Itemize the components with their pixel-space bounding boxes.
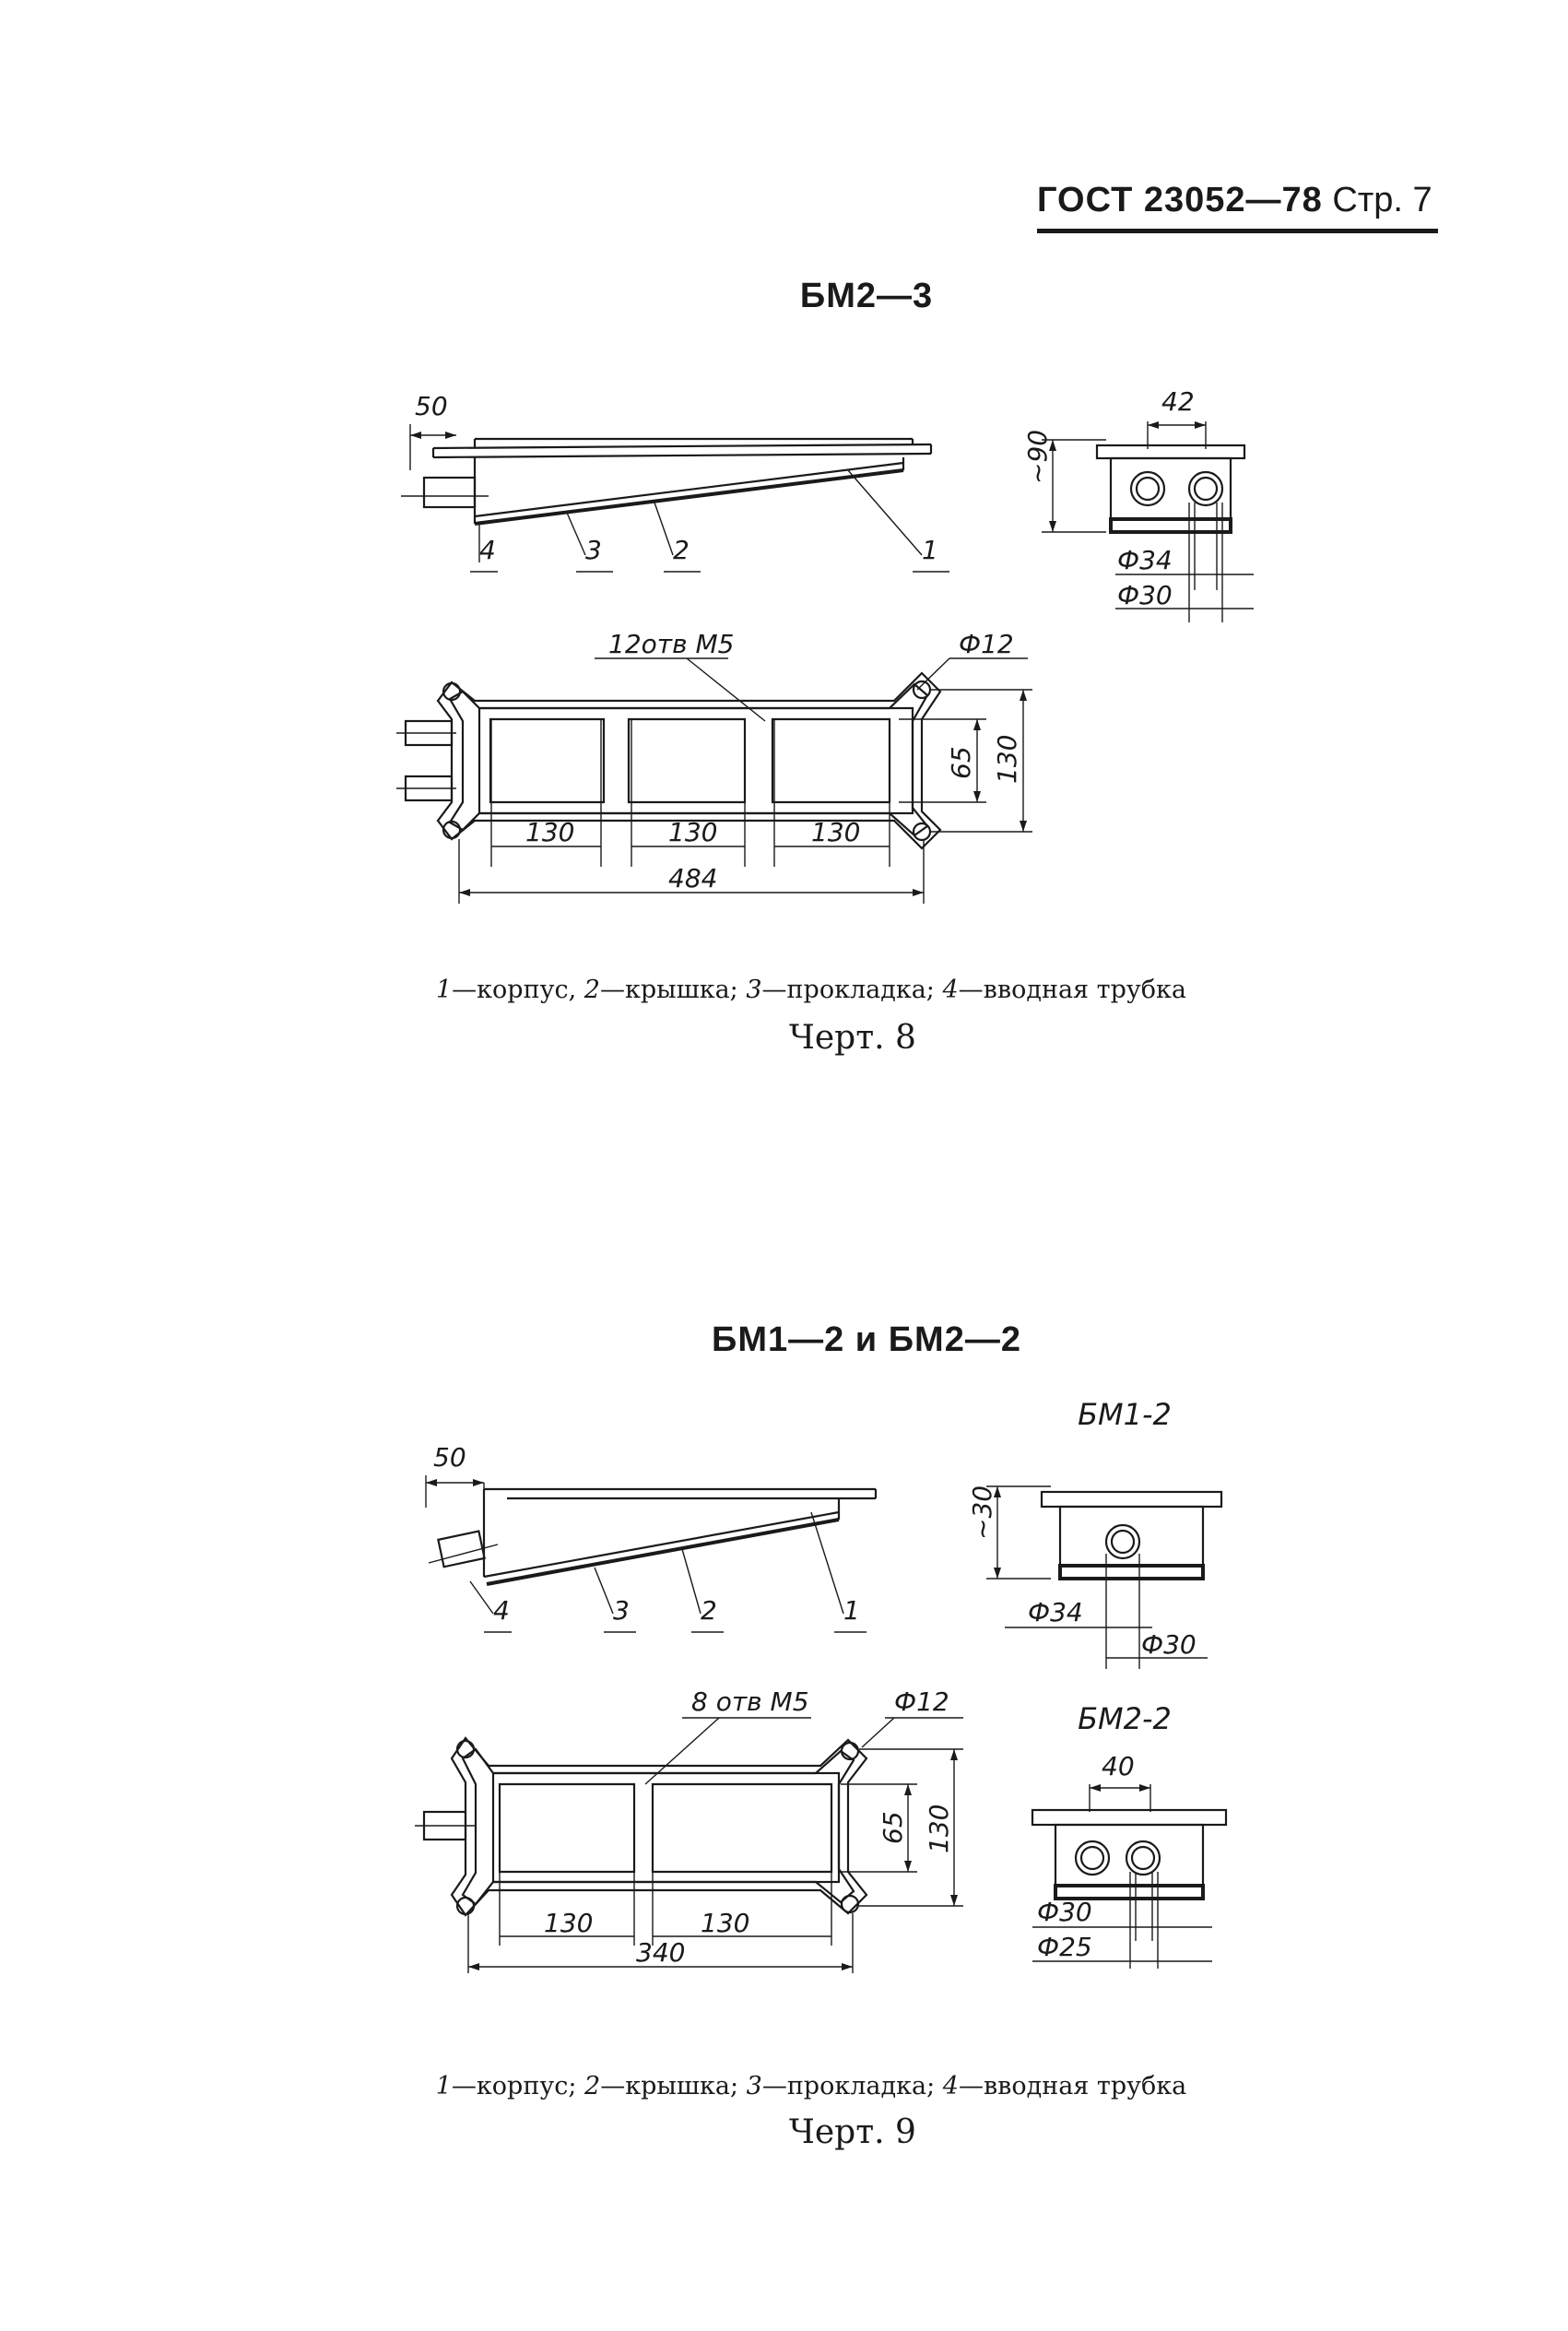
figure9-side-view: 50 4 3 2 1 [425,1442,878,1633]
fig9-end2-width: 40 [1102,1751,1135,1781]
header-rule [1037,229,1438,233]
fig8-length: 484 [668,863,717,893]
figure9-top-view: 8 отв М5 Ф12 130 130 340 65 130 [415,1686,963,1973]
figure8-legend: 1—корпус, 2—крышка; 3—прокладка; 4—вводн… [435,976,1186,1004]
fig9-side-label-3: 3 [613,1595,630,1626]
fig9-pitch-2: 130 [701,1908,749,1938]
fig8-inner: 65 [946,746,976,779]
standard-number: ГОСТ 23052—78 [1037,181,1323,219]
fig9-outer: 130 [924,1804,954,1853]
fig9-end1-label: БМ1-2 [1078,1397,1172,1432]
figure9-end2-view: 40 Ф30 Ф25 [1031,1751,1228,1969]
fig8-end-width: 42 [1161,386,1195,417]
fig8-pitch-1: 130 [525,817,574,847]
fig9-side-label-2: 2 [701,1595,717,1626]
fig9-end2-label: БМ2-2 [1078,1701,1172,1736]
fig9-end2-d-outer: Ф30 [1037,1897,1092,1927]
figure9-end1-view: ~30 Ф34 Ф30 [967,1485,1223,1669]
fig9-end1-d-outer: Ф34 [1028,1597,1083,1627]
page-header: ГОСТ 23052—78 Стр. 7 [1037,181,1438,227]
fig9-inner: 65 [878,1811,908,1844]
fig9-end2-d-inner: Ф25 [1037,1932,1092,1962]
fig8-side-label-1: 1 [922,535,938,565]
fig8-side-label-3: 3 [585,535,602,565]
figure8-caption: Черт. 8 [789,1019,916,1057]
fig9-end1-height: ~30 [967,1485,997,1540]
fig8-hole-d-label: Ф12 [959,629,1014,659]
figure8-title: БМ2—3 [799,277,934,315]
fig9-end1-d-inner: Ф30 [1141,1629,1197,1660]
fig8-holes-label: 12отв М5 [608,629,734,659]
fig9-side-dim-50: 50 [433,1442,466,1473]
fig9-side-label-4: 4 [493,1595,510,1626]
fig9-side-label-1: 1 [843,1595,860,1626]
fig8-outer: 130 [992,735,1022,784]
fig9-hole-d-label: Ф12 [894,1686,949,1717]
fig9-holes-label: 8 отв М5 [691,1686,809,1717]
fig8-side-label-2: 2 [673,535,690,565]
figure9-title: БМ1—2 и БМ2—2 [712,1320,1021,1359]
figure8-end-view: 42 ~90 Ф34 Ф30 [1022,386,1254,622]
fig8-end-d-inner: Ф30 [1117,580,1173,610]
figure9-legend: 1—корпус; 2—крышка; 3—прокладка; 4—вводн… [435,2072,1187,2100]
fig8-side-dim-50: 50 [415,391,448,421]
fig8-end-d-outer: Ф34 [1117,545,1173,575]
figure9-caption: Черт. 9 [789,2113,916,2151]
fig8-pitch-2: 130 [668,817,717,847]
fig8-end-height: ~90 [1022,430,1053,484]
fig9-length: 340 [636,1937,685,1968]
page-number: Стр. 7 [1332,181,1432,219]
figure8-top-view: 12отв М5 Ф12 130 130 130 484 65 130 [396,629,1032,904]
fig8-pitch-3: 130 [811,817,860,847]
figure8-side-view: 50 4 3 2 1 [401,391,949,573]
fig8-side-label-4: 4 [479,535,496,565]
fig9-pitch-1: 130 [544,1908,593,1938]
